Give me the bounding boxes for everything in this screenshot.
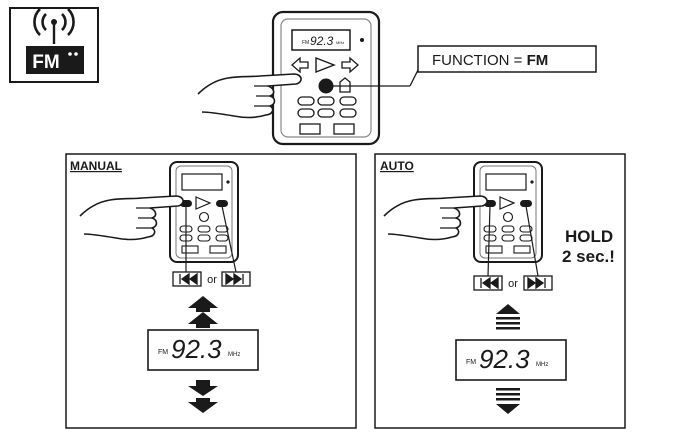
manual-display-frequency: 92.3	[171, 334, 222, 364]
auto-display-frequency: 92.3	[479, 344, 530, 374]
auto-or-label: or	[508, 278, 518, 290]
auto-remote	[473, 161, 543, 263]
auto-panel: AUTO HOLD 2 sec.! or FM 92.3 MHz	[374, 153, 626, 429]
manual-display	[147, 329, 259, 371]
auto-title: AUTO	[380, 159, 414, 173]
function-label-text: FUNCTION =	[432, 52, 527, 69]
auto-up-arrow	[496, 304, 520, 330]
top-display-frequency: 92.3	[310, 34, 334, 48]
top-display-band: FM	[302, 40, 309, 46]
top-keypad	[297, 96, 357, 135]
manual-up-arrow	[188, 296, 218, 312]
hold-line-1: HOLD	[565, 227, 613, 246]
auto-display-band: FM	[466, 359, 476, 366]
manual-display-band: FM	[158, 349, 168, 356]
top-remote-display	[291, 29, 351, 51]
top-next-button	[341, 56, 359, 74]
fm-icon-box: FM	[9, 7, 99, 83]
top-prev-button	[291, 56, 309, 74]
function-button	[318, 78, 334, 94]
function-callout	[417, 45, 597, 73]
manual-title: MANUAL	[70, 159, 122, 173]
auto-display-unit: MHz	[536, 362, 548, 368]
function-value: FM	[527, 52, 549, 69]
auto-display	[455, 339, 567, 381]
manual-panel: MANUAL or FM 92.3 MHz	[65, 153, 357, 429]
top-remote: FM 92.3 MHz	[271, 10, 381, 146]
top-display-unit: MHz	[336, 40, 344, 45]
radio-antenna-icon	[33, 8, 75, 44]
auto-down-arrow	[496, 388, 520, 414]
manual-or-label: or	[207, 274, 217, 286]
top-play-button	[315, 56, 336, 74]
manual-remote	[169, 161, 239, 263]
manual-down-arrow	[188, 380, 218, 396]
fm-icon-label: FM	[32, 52, 59, 73]
manual-display-unit: MHz	[228, 352, 240, 358]
function-label: FUNCTION = FM	[432, 52, 548, 69]
hold-line-2: 2 sec.!	[562, 247, 615, 266]
